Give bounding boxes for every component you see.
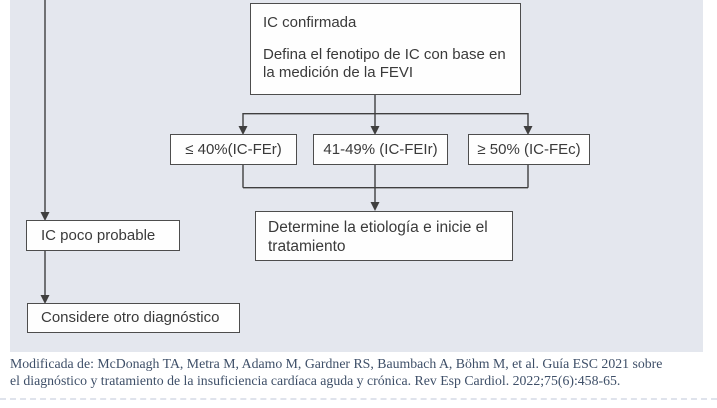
fevi-preserved-label: ≥ 50% (IC-FEc) [477,140,581,158]
consider-other-diagnosis-label: Considere otro diagnóstico [41,309,220,326]
bottom-divider [0,398,717,400]
citation-line-2: el diagnóstico y tratamiento de la insuf… [10,373,621,388]
box-fevi-preserved: ≥ 50% (IC-FEc) [468,134,590,165]
box-consider-other-diagnosis: Considere otro diagnóstico [27,303,240,333]
box-ic-confirmada: IC confirmada Defina el fenotipo de IC c… [250,3,521,95]
fevi-reduced-label: ≤ 40%(IC-FEr) [185,140,282,158]
ic-unlikely-label: IC poco probable [41,226,156,244]
determine-treatment-label: Determine la etiología e inicie el trata… [268,219,488,255]
fevi-mildly-reduced-label: 41-49% (IC-FEIr) [323,140,438,158]
citation-line-1: Modificada de: McDonagh TA, Metra M, Ada… [10,356,663,371]
ic-confirmada-subtitle: Defina el fenotipo de IC con base en la … [263,46,506,81]
ic-confirmada-title: IC confirmada [263,14,357,31]
box-determine-treatment: Determine la etiología e inicie el trata… [255,211,513,261]
citation: Modificada de: McDonagh TA, Metra M, Ada… [10,355,710,389]
box-ic-unlikely: IC poco probable [26,220,180,251]
box-fevi-mildly-reduced: 41-49% (IC-FEIr) [313,134,448,165]
box-fevi-reduced: ≤ 40%(IC-FEr) [170,134,297,165]
